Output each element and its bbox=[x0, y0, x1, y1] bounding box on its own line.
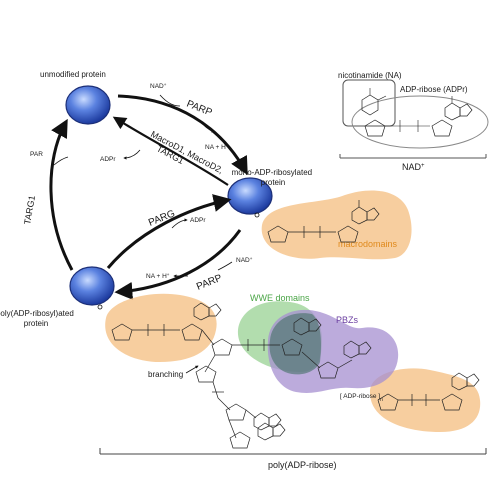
arrow-parp-top bbox=[117, 94, 248, 176]
label-nicotinamide: nicotinamide (NA) bbox=[338, 71, 402, 80]
label-nad-bottom: NAD+ bbox=[236, 256, 253, 265]
arrow-macro bbox=[112, 116, 229, 186]
arrow-adpr-mid-out bbox=[171, 218, 188, 229]
macrodomain-blob-poly bbox=[105, 293, 217, 362]
end-adpr-structure bbox=[377, 372, 480, 411]
label-poly-adpr: poly(ADP-ribose) bbox=[268, 460, 337, 470]
arrow-adpr-left-out bbox=[123, 149, 141, 160]
label-macrodomains: macrodomains bbox=[338, 239, 398, 249]
wwe-pbz-overlap bbox=[269, 313, 322, 375]
arrow-branching bbox=[185, 365, 199, 374]
enzyme-targ1: TARG1 bbox=[22, 195, 37, 226]
label-poly-protein: poly(ADP-ribosyl)ated protein bbox=[0, 309, 76, 328]
nad-inset: nicotinamide (NA) ADP-ribose (ADPr) NAD+ bbox=[338, 71, 489, 172]
label-adpr-repeat: [ ADP-ribose ]n bbox=[340, 393, 383, 403]
label-nah-bottom: NA + H+ bbox=[146, 272, 170, 281]
label-nah-top: NA + H+ bbox=[205, 143, 229, 152]
enzyme-parp-bottom: PARP bbox=[195, 273, 224, 293]
poly-adpr-structure bbox=[111, 302, 372, 449]
label-adpribose: ADP-ribose (ADPr) bbox=[400, 85, 468, 94]
arrow-nad-top-in bbox=[159, 94, 181, 107]
arrow-parp-bottom bbox=[114, 229, 242, 300]
label-branching: branching bbox=[148, 370, 183, 379]
arrow-par-out bbox=[53, 156, 69, 166]
adpr-oval bbox=[351, 95, 489, 149]
label-par: PAR bbox=[30, 151, 43, 158]
label-wwe-domains: WWE domains bbox=[250, 293, 310, 303]
label-mono-line1: mono-ADP-ribosylated bbox=[232, 168, 312, 177]
label-adpr-left: ADPr bbox=[100, 156, 116, 163]
label-unmodified-protein: unmodified protein bbox=[40, 70, 106, 79]
protein-poly bbox=[69, 266, 115, 310]
label-mono-protein: mono-ADP-ribosylated protein bbox=[232, 168, 315, 187]
label-mono-line2: protein bbox=[261, 178, 285, 187]
protein-unmodified bbox=[65, 85, 111, 125]
mono-adpr-structure bbox=[267, 200, 380, 243]
label-nad-inset: NAD+ bbox=[402, 162, 425, 172]
label-adpr-mid: ADPr bbox=[190, 217, 206, 224]
arrow-targ1 bbox=[49, 118, 74, 271]
arrow-nah-top-out bbox=[199, 119, 215, 133]
label-nad-top: NAD+ bbox=[150, 82, 167, 91]
label-pbzs: PBZs bbox=[336, 315, 359, 325]
arrow-parg bbox=[106, 194, 232, 269]
arrow-nad-bottom-in bbox=[217, 261, 233, 271]
nicotinamide-box bbox=[342, 79, 396, 127]
